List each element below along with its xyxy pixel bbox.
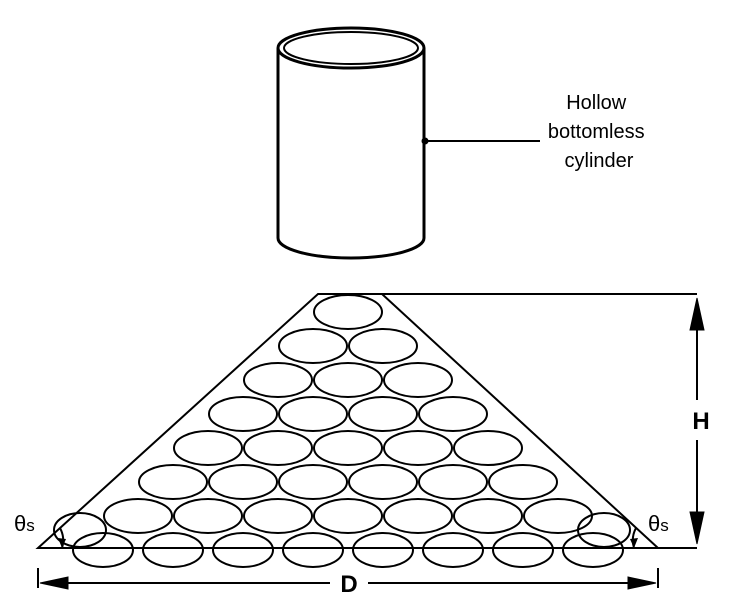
- pile-particle: [577, 512, 631, 548]
- pile-particle: [383, 362, 453, 398]
- cylinder-body: [276, 48, 426, 260]
- hollow-cylinder: [276, 26, 426, 260]
- right-angle-label: θs: [648, 511, 669, 536]
- pile-particles: [53, 294, 631, 568]
- pile-particle: [523, 498, 593, 534]
- pile-particle: [383, 498, 453, 534]
- cylinder-label-line-3: cylinder: [565, 150, 634, 172]
- pile-particle: [208, 396, 278, 432]
- pile-particle: [212, 532, 274, 568]
- cylinder-rim-outer: [276, 26, 426, 70]
- pile-particle: [208, 464, 278, 500]
- cylinder-rim-inner: [283, 31, 419, 65]
- height-arrow-down: [689, 511, 705, 545]
- pile-particle: [142, 532, 204, 568]
- cylinder-callout: Hollow bottomless cylinder: [421, 92, 650, 172]
- left-angle-arrow: [58, 538, 66, 548]
- pile-particle: [72, 532, 134, 568]
- right-theta-subscript: s: [660, 516, 669, 535]
- pile-particle: [422, 532, 484, 568]
- cylinder-label-line-1: Hollow: [566, 92, 627, 114]
- pile-particle: [453, 430, 523, 466]
- pile-particle: [348, 464, 418, 500]
- pile-particle: [53, 512, 107, 548]
- pile-particle: [492, 532, 554, 568]
- pile-particle: [278, 396, 348, 432]
- height-dimension: H: [382, 293, 710, 549]
- diameter-dimension: D: [37, 568, 659, 598]
- pile-particle: [313, 362, 383, 398]
- pile-particle: [348, 328, 418, 364]
- pile-particle: [173, 498, 243, 534]
- cylinder-label-line-2: bottomless: [548, 121, 645, 143]
- particle-pile: [35, 293, 661, 568]
- pile-particle: [453, 498, 523, 534]
- right-angle-marker: θs: [630, 511, 669, 549]
- right-angle-arrow: [630, 538, 638, 548]
- height-label: H: [692, 408, 709, 435]
- pile-particle: [562, 532, 624, 568]
- pile-particle: [243, 430, 313, 466]
- pile-particle: [243, 498, 313, 534]
- left-theta: θ: [14, 511, 26, 536]
- pile-particle: [138, 464, 208, 500]
- pile-particle: [383, 430, 453, 466]
- left-angle-label: θs: [14, 511, 35, 536]
- pile-particle: [418, 396, 488, 432]
- pile-particle: [418, 464, 488, 500]
- height-arrow-up: [689, 297, 705, 331]
- pile-particle: [488, 464, 558, 500]
- pile-particle: [313, 430, 383, 466]
- pile-outline: [35, 293, 661, 549]
- pile-particle: [313, 294, 383, 330]
- pile-particle: [278, 464, 348, 500]
- pile-particle: [282, 532, 344, 568]
- right-theta: θ: [648, 511, 660, 536]
- pile-particle: [278, 328, 348, 364]
- pile-particle: [348, 396, 418, 432]
- left-theta-subscript: s: [26, 516, 35, 535]
- diameter-arrow-right: [627, 576, 657, 590]
- pile-particle: [243, 362, 313, 398]
- diameter-arrow-left: [39, 576, 69, 590]
- pile-particle: [352, 532, 414, 568]
- left-angle-marker: θs: [14, 511, 66, 549]
- pile-particle: [103, 498, 173, 534]
- diameter-label: D: [340, 571, 357, 598]
- pile-particle: [173, 430, 243, 466]
- pile-particle: [313, 498, 383, 534]
- cylinder-label: Hollow bottomless cylinder: [548, 92, 650, 172]
